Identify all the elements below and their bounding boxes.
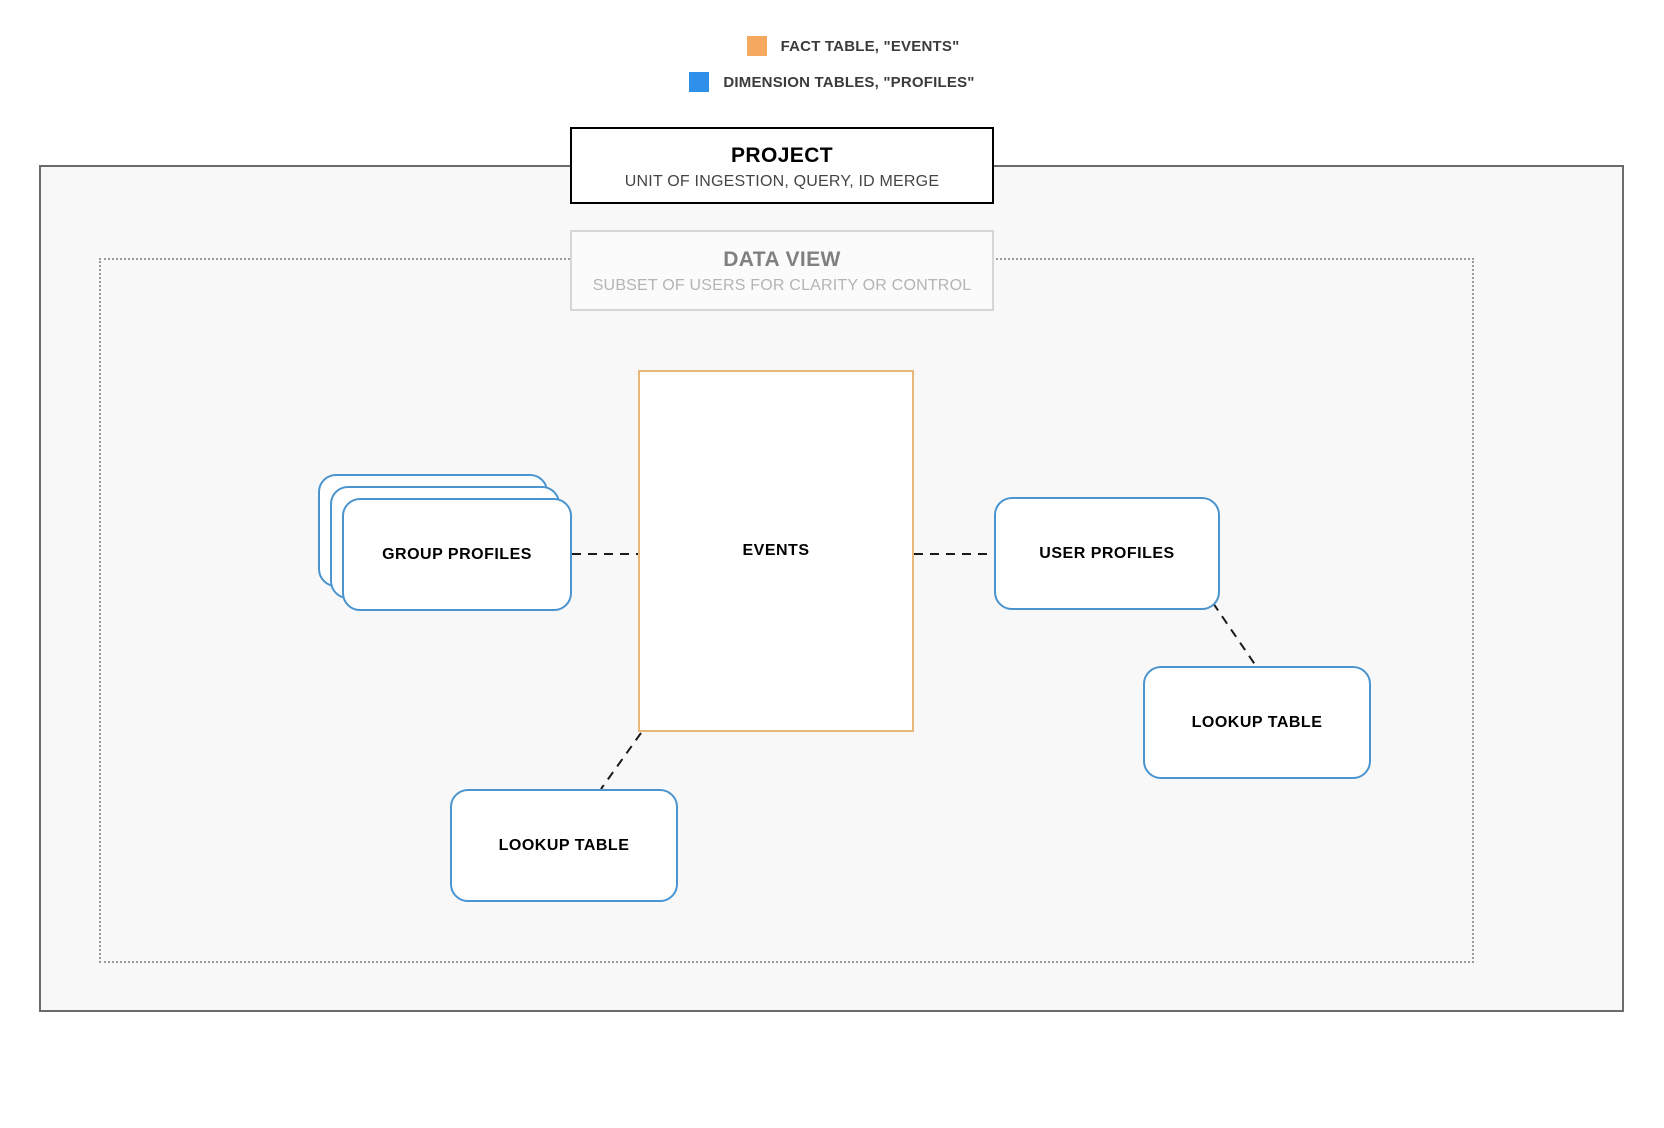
node-group-profiles-label: GROUP PROFILES — [382, 545, 532, 563]
data-view-box: DATA VIEW SUBSET OF USERS FOR CLARITY OR… — [570, 230, 994, 311]
node-lookup-table-left-label: LOOKUP TABLE — [498, 836, 630, 854]
node-events-label: EVENTS — [742, 542, 810, 559]
project-title: PROJECT — [731, 144, 833, 167]
node-group-profiles: GROUP PROFILES — [318, 474, 572, 611]
node-group-profiles-stack-card-front: GROUP PROFILES — [342, 498, 572, 611]
node-lookup-table-right-label: LOOKUP TABLE — [1191, 713, 1323, 731]
node-events: EVENTS — [638, 370, 914, 732]
node-lookup-table-left: LOOKUP TABLE — [450, 789, 678, 902]
legend-item-label: DIMENSION TABLES, "PROFILES" — [723, 73, 975, 91]
node-lookup-table-right: LOOKUP TABLE — [1143, 666, 1371, 779]
square-swatch-icon — [746, 36, 767, 56]
node-user-profiles: USER PROFILES — [994, 497, 1220, 610]
project-box: PROJECT UNIT OF INGESTION, QUERY, ID MER… — [570, 127, 994, 204]
node-user-profiles-label: USER PROFILES — [1039, 544, 1175, 562]
project-subtitle: UNIT OF INGESTION, QUERY, ID MERGE — [624, 173, 940, 190]
legend-item-fact-table: FACT TABLE, "EVENTS" — [0, 28, 1664, 64]
legend-item-dimension-tables: DIMENSION TABLES, "PROFILES" — [0, 64, 1664, 100]
data-view-title: DATA VIEW — [723, 248, 841, 271]
data-view-subtitle: SUBSET OF USERS FOR CLARITY OR CONTROL — [592, 277, 972, 294]
legend: FACT TABLE, "EVENTS" DIMENSION TABLES, "… — [0, 28, 1664, 100]
legend-item-label: FACT TABLE, "EVENTS" — [780, 37, 960, 55]
square-swatch-icon — [689, 72, 710, 92]
